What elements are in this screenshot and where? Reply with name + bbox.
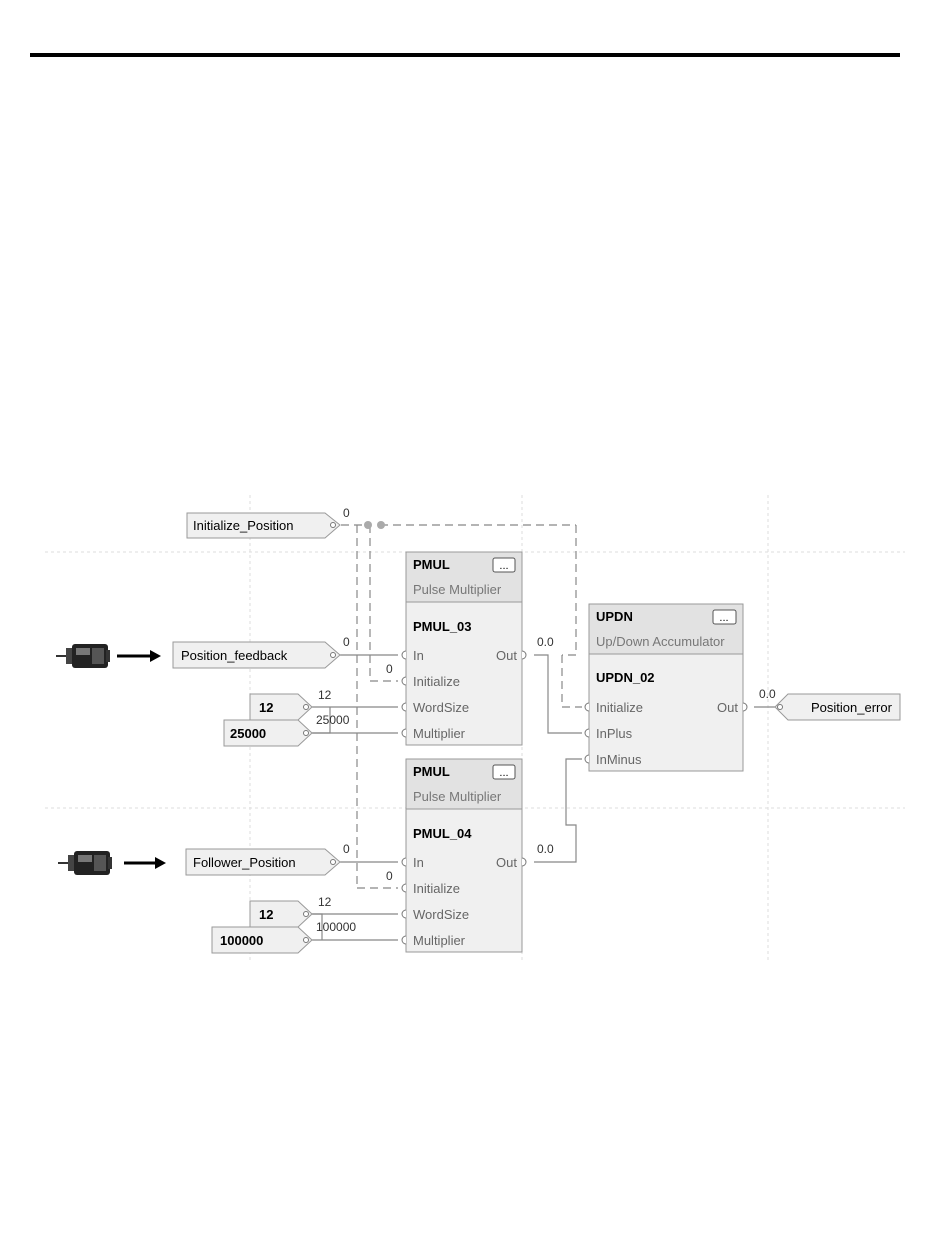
pin-multiplier-label: Multiplier (413, 726, 466, 741)
wire-value: 100000 (316, 920, 356, 934)
pin-initialize-label: Initialize (413, 881, 460, 896)
pin-multiplier-connector[interactable] (401, 728, 407, 738)
button-label: ... (719, 612, 728, 624)
pin-out-label: Out (717, 700, 738, 715)
block-pmul-03[interactable]: PMUL ... Pulse Multiplier PMUL_03 In Ini… (401, 551, 527, 746)
arrow-right-icon (124, 857, 166, 869)
wire-pmul04-jog (312, 913, 323, 940)
pin-initialize-label: Initialize (596, 700, 643, 715)
wire-value: 12 (318, 895, 332, 909)
wire-pmul04-out (534, 758, 582, 863)
wire-value: 0.0 (537, 635, 554, 649)
block-tag: PMUL_03 (413, 619, 472, 634)
wire-value: 0 (386, 662, 393, 676)
pin-wordsize-connector[interactable] (401, 909, 407, 919)
motor-icon (58, 851, 112, 875)
pin-multiplier-connector[interactable] (401, 935, 407, 945)
pin-in-label: In (413, 648, 424, 663)
pin-inminus-connector[interactable] (584, 754, 590, 764)
block-description: Pulse Multiplier (413, 582, 502, 597)
diagram-grid (45, 495, 905, 962)
junction-dot (377, 521, 385, 529)
block-description: Pulse Multiplier (413, 789, 502, 804)
input-tag-label: Position_feedback (181, 648, 288, 663)
input-tag-label: Initialize_Position (193, 518, 293, 533)
pin-out-label: Out (496, 855, 517, 870)
block-description: Up/Down Accumulator (596, 634, 725, 649)
pin-initialize-label: Initialize (413, 674, 460, 689)
wire-value: 0 (343, 842, 350, 856)
pin-out-connector[interactable] (742, 702, 748, 712)
wire-value: 0 (386, 869, 393, 883)
block-type: PMUL (413, 764, 450, 779)
constant-value: 12 (259, 907, 273, 922)
block-pmul-04[interactable]: PMUL ... Pulse Multiplier PMUL_04 In Ini… (401, 758, 527, 953)
output-tag-label: Position_error (811, 700, 893, 715)
block-properties-button[interactable]: ... (492, 764, 516, 780)
constant-pmul03-wordsize[interactable]: 12 (249, 693, 313, 721)
pin-in-connector[interactable] (401, 650, 407, 660)
block-properties-button[interactable]: ... (492, 557, 516, 573)
input-tag-follower-position[interactable]: Follower_Position (185, 848, 341, 876)
constant-value: 12 (259, 700, 273, 715)
motor-icon (56, 644, 110, 668)
block-type: UPDN (596, 609, 633, 624)
pin-wordsize-connector[interactable] (401, 702, 407, 712)
output-tag-position-error[interactable]: Position_error (774, 693, 901, 721)
pin-out-connector[interactable] (521, 650, 527, 660)
block-updn-02[interactable]: UPDN ... Up/Down Accumulator UPDN_02 Ini… (584, 603, 748, 772)
block-tag: PMUL_04 (413, 826, 472, 841)
pin-multiplier-label: Multiplier (413, 933, 466, 948)
pin-inplus-label: InPlus (596, 726, 633, 741)
wire-value: 0.0 (759, 687, 776, 701)
junction-dot (364, 521, 372, 529)
wire-value: 12 (318, 688, 332, 702)
pin-wordsize-label: WordSize (413, 907, 469, 922)
wire-value: 0 (343, 635, 350, 649)
wire-value: 0 (343, 506, 350, 520)
constant-pmul04-wordsize[interactable]: 12 (249, 900, 313, 928)
block-properties-button[interactable]: ... (712, 609, 737, 625)
pin-in-connector[interactable] (401, 857, 407, 867)
pin-in-label: In (413, 855, 424, 870)
button-label: ... (499, 560, 508, 572)
arrow-right-icon (117, 650, 161, 662)
input-tag-label: Follower_Position (193, 855, 296, 870)
pin-out-label: Out (496, 648, 517, 663)
block-type: PMUL (413, 557, 450, 572)
input-tag-position-feedback[interactable]: Position_feedback (172, 641, 341, 669)
pin-wordsize-label: WordSize (413, 700, 469, 715)
input-tag-initialize-position[interactable]: Initialize_Position (186, 512, 341, 539)
wire-value: 25000 (316, 713, 350, 727)
constant-value: 25000 (230, 726, 266, 741)
pin-out-connector[interactable] (521, 857, 527, 867)
wire-value: 0.0 (537, 842, 554, 856)
button-label: ... (499, 767, 508, 779)
initialize-wire (341, 524, 582, 889)
constant-pmul04-multiplier[interactable]: 100000 (211, 926, 313, 954)
page-top-rule (30, 53, 900, 57)
pin-initialize-connector[interactable] (401, 676, 407, 686)
constant-pmul03-multiplier[interactable]: 25000 (223, 719, 313, 747)
block-tag: UPDN_02 (596, 670, 655, 685)
pin-initialize-connector[interactable] (401, 883, 407, 893)
constant-value: 100000 (220, 933, 263, 948)
pin-initialize-connector[interactable] (584, 702, 590, 712)
pin-inplus-connector[interactable] (584, 728, 590, 738)
pin-inminus-label: InMinus (596, 752, 642, 767)
wire-pmul03-out (534, 654, 582, 734)
